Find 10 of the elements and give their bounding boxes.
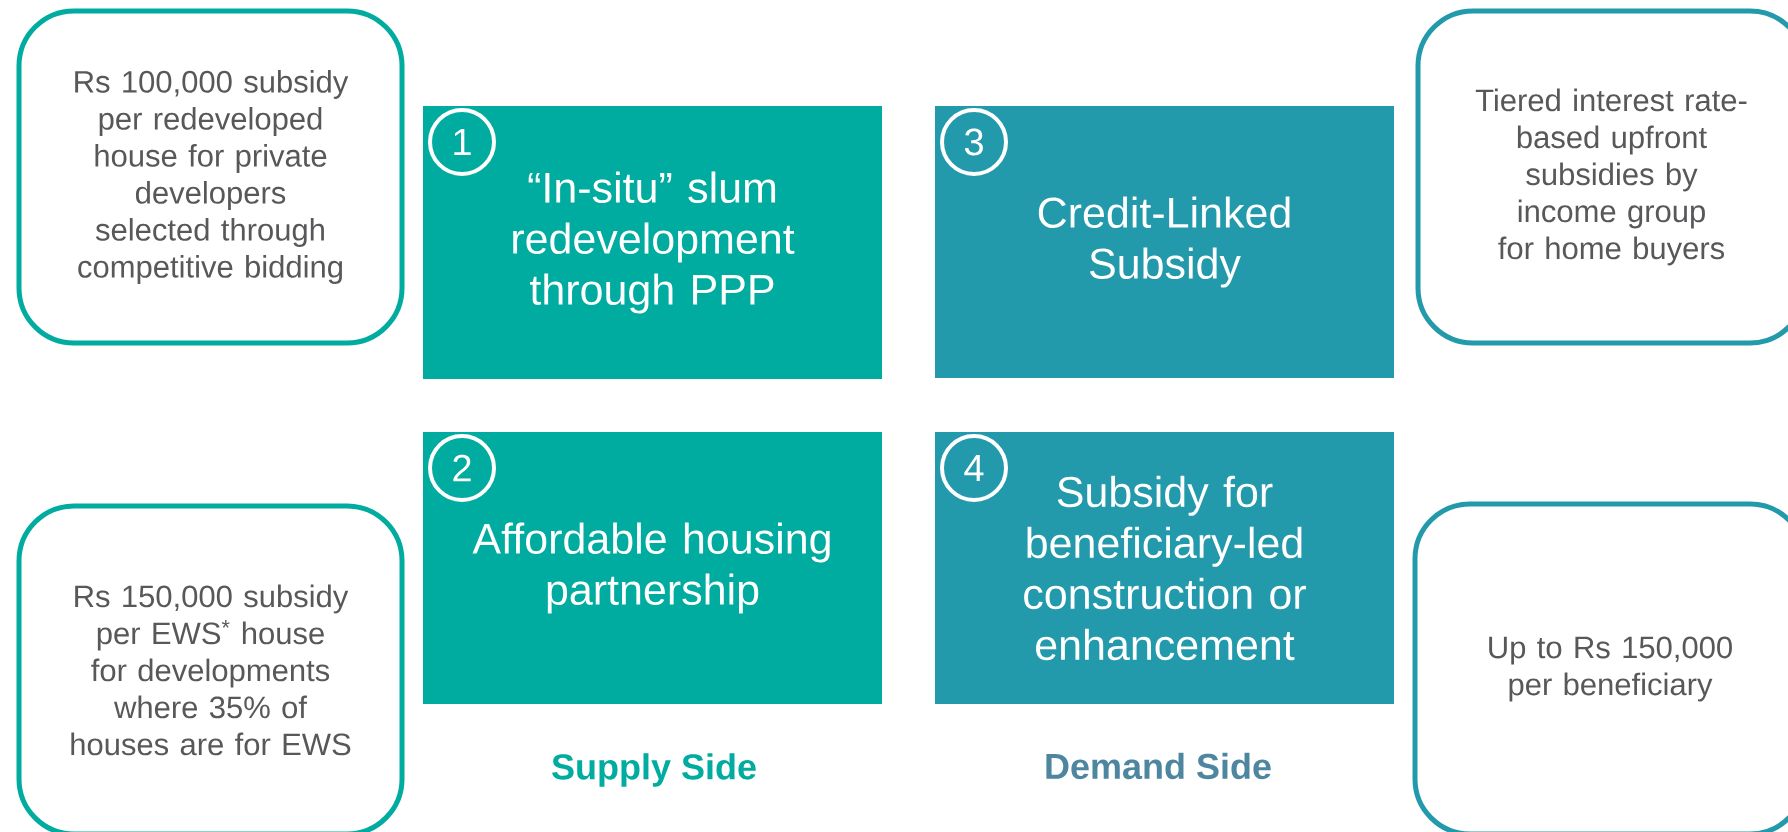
info-box: Up to Rs 150,000 per beneficiary (1412, 501, 1788, 832)
section-heading: Demand Side (1046, 752, 1271, 780)
number-badge: 3 (940, 108, 1008, 176)
number-badge: 2 (428, 434, 496, 502)
info-box: Tiered interest rate-based upfront subsidies by income group for home buyers (1415, 8, 1788, 346)
number-badge: 1 (428, 108, 496, 176)
info-box: Rs 150,000 subsidy per EWS$^{*}$ house for developments where 35% of houses are for EWS (16, 503, 405, 832)
number-badge: 4 (940, 434, 1008, 502)
section-heading: Supply Side (552, 753, 756, 787)
info-box: Rs 100,000 subsidy per redeveloped house for private developers selected through competitive bidding (16, 8, 405, 346)
